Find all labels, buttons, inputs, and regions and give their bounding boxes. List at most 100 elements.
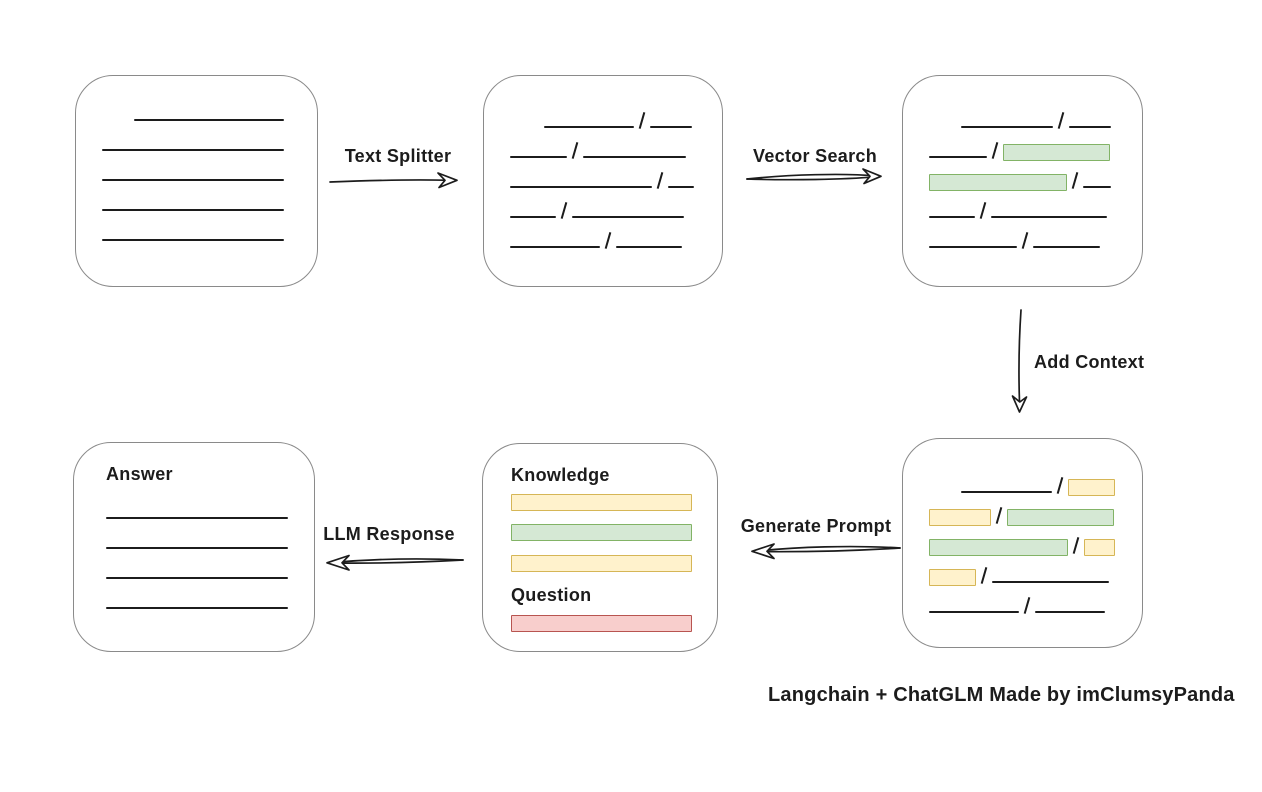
text-row [929, 158, 1115, 191]
text-row [510, 128, 695, 159]
split-chunks-node [483, 75, 723, 287]
text-row [102, 211, 290, 241]
text-line [668, 186, 695, 188]
generate-prompt-label: Generate Prompt [740, 516, 892, 536]
text-row [929, 493, 1115, 526]
text-line [929, 246, 1017, 248]
prompt-bar-red [511, 615, 692, 632]
context-chunks-node [902, 438, 1143, 648]
slash-separator [980, 567, 988, 584]
context-result-lines [929, 439, 1115, 614]
spacer [929, 127, 961, 128]
vector-search-result-node [902, 75, 1143, 287]
prompt-node: Knowledge Question [482, 443, 718, 652]
highlight-bar-green [929, 539, 1069, 556]
text-line [650, 126, 693, 128]
text-row [510, 158, 695, 189]
text-splitter-arrow-icon [329, 172, 458, 189]
text-row [102, 181, 290, 211]
text-line [991, 216, 1108, 218]
text-line [510, 216, 556, 218]
answer-node: Answer [73, 442, 315, 652]
text-row [510, 218, 695, 249]
text-line [544, 126, 634, 128]
text-row [929, 583, 1115, 614]
text-line [510, 246, 600, 248]
text-line [583, 156, 687, 158]
prompt-bar-yellow [511, 494, 692, 511]
answer-text-line [106, 577, 288, 579]
text-row [510, 98, 695, 129]
text-line [102, 149, 284, 151]
vector-search-label: Vector Search [753, 146, 877, 166]
slash-separator [995, 507, 1003, 524]
text-line [992, 581, 1110, 583]
search-result-lines [929, 76, 1115, 249]
text-row [102, 151, 290, 181]
add-context-label: Add Context [1034, 352, 1145, 372]
llm-response-arrow-icon [326, 554, 464, 571]
text-row [929, 218, 1115, 249]
slash-separator [1057, 112, 1065, 129]
slash-separator [979, 202, 987, 219]
slash-separator [604, 232, 612, 249]
answer-text-line [106, 547, 288, 549]
footer-credit: Langchain + ChatGLM Made by imClumsyPand… [768, 684, 1235, 706]
prompt-bar-yellow [511, 555, 692, 572]
text-row [929, 188, 1115, 219]
highlight-bar-green [929, 174, 1067, 191]
text-line [1035, 611, 1106, 613]
spacer [510, 127, 544, 128]
text-line [102, 179, 284, 181]
text-line [102, 239, 284, 241]
slash-separator [1056, 477, 1064, 494]
text-row [929, 553, 1115, 586]
highlight-bar-green [1007, 509, 1115, 526]
knowledge-bars [511, 494, 692, 572]
generate-prompt-arrow-icon [751, 543, 901, 560]
llm-response-label: LLM Response [323, 524, 455, 544]
text-line [929, 611, 1019, 613]
text-line [510, 156, 567, 158]
highlight-bar-yellow [1068, 479, 1115, 496]
text-row [102, 121, 290, 151]
text-row [102, 91, 290, 121]
slash-separator [656, 172, 664, 189]
slash-separator [991, 142, 999, 159]
chunk-text-lines [510, 76, 695, 249]
text-line [510, 186, 652, 188]
text-line [960, 491, 1053, 493]
vector-search-arrow-icon [746, 168, 882, 185]
text-row [510, 188, 695, 219]
highlight-bar-yellow [1084, 539, 1115, 556]
document-text-lines [102, 76, 290, 241]
text-row [929, 463, 1115, 496]
answer-text-line [106, 517, 288, 519]
slash-separator [1072, 537, 1080, 554]
slash-separator [1021, 232, 1029, 249]
question-label: Question [511, 585, 592, 605]
spacer [102, 120, 134, 121]
answer-label: Answer [106, 464, 173, 484]
spacer [929, 492, 961, 493]
slash-separator [571, 142, 579, 159]
slash-separator [1071, 172, 1079, 189]
text-row [929, 128, 1115, 161]
highlight-bar-yellow [929, 569, 976, 586]
question-bars [511, 615, 692, 632]
text-line [134, 119, 284, 121]
knowledge-label: Knowledge [511, 465, 610, 485]
document-node [75, 75, 318, 287]
text-line [102, 209, 284, 211]
text-line [1069, 126, 1112, 128]
add-context-arrow-icon [1011, 309, 1028, 413]
text-line [929, 156, 987, 158]
answer-text-lines [106, 517, 288, 609]
text-splitter-label: Text Splitter [344, 146, 452, 166]
answer-text-line [106, 607, 288, 609]
slash-separator [638, 112, 646, 129]
text-line [961, 126, 1053, 128]
text-line [616, 246, 683, 248]
text-row [929, 98, 1115, 129]
